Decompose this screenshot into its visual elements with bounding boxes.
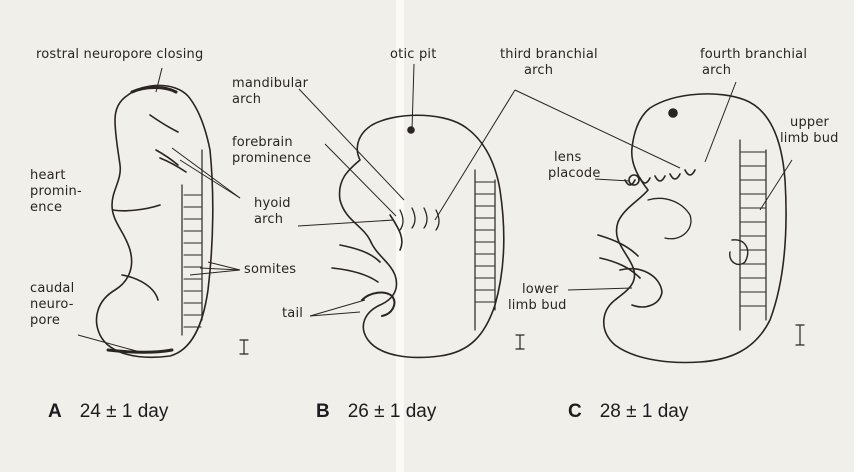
label-fourth-branchial-arch: fourth branchial arch [700,47,807,79]
panel-letter: A [48,401,62,422]
panel-age: 24 ± 1 day [80,401,169,422]
panel-age: 26 ± 1 day [348,401,437,422]
label-somites: somites [244,262,296,278]
label-rostral-neuropore: rostral neuropore closing [36,47,203,63]
label-caudal-neuropore: caudal neuro- pore [30,281,74,329]
label-otic-pit: otic pit [390,47,437,63]
caption-panel-a: A 24 ± 1 day [48,401,168,423]
caption-panel-b: B 26 ± 1 day [316,401,436,423]
panel-letter: C [568,401,582,422]
embryo-a-drawing [96,85,248,357]
label-third-branchial-arch: third branchial arch [500,47,598,79]
embryo-b-drawing [332,115,524,357]
embryo-c-drawing [598,94,804,363]
label-forebrain-prominence: forebrain prominence [232,135,311,167]
label-mandibular-arch: mandibular arch [232,76,308,108]
label-upper-limb-bud: upper limb bud [780,115,839,147]
label-lower-limb-bud: lower limb bud [508,282,567,314]
panel-age: 28 ± 1 day [600,401,689,422]
label-tail: tail [282,306,303,322]
label-heart-prominence: heart promin- ence [30,168,82,216]
label-lens-placode: lens placode [548,150,601,182]
caption-panel-c: C 28 ± 1 day [568,401,688,423]
label-hyoid-arch: hyoid arch [254,196,291,228]
panel-letter: B [316,401,330,422]
